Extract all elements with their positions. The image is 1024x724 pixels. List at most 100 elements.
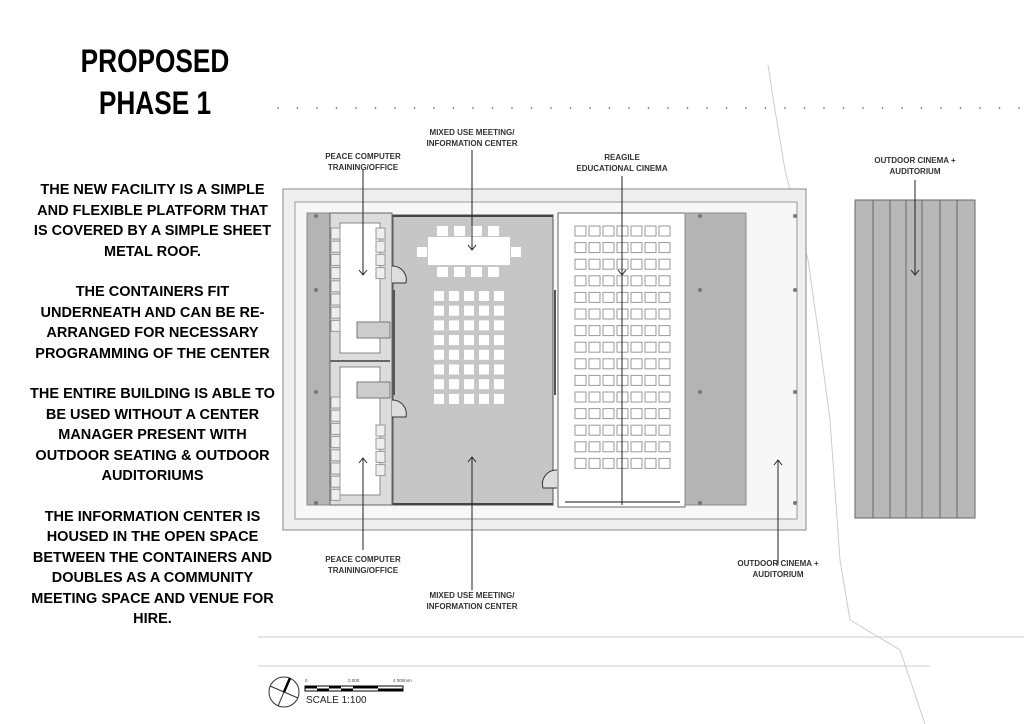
meeting-chair: [464, 320, 474, 331]
meeting-chair: [494, 393, 504, 404]
dot: [277, 107, 279, 109]
cinema-seat: [588, 341, 601, 353]
meeting-chair: [464, 364, 474, 375]
cinema-seat: [630, 258, 643, 270]
dot: [569, 107, 572, 109]
dot: [803, 107, 806, 109]
column: [698, 214, 702, 218]
computer-desk: [375, 424, 386, 437]
dot: [959, 107, 962, 109]
cinema-seat: [644, 275, 657, 287]
cinema-seat: [658, 308, 671, 320]
cinema-seat: [644, 441, 657, 453]
computer-desk: [330, 306, 341, 319]
cinema-seat: [602, 441, 615, 453]
cinema-seat: [588, 424, 601, 436]
meeting-chair: [479, 291, 489, 301]
cinema-seat: [644, 308, 657, 320]
cinema-seat: [644, 258, 657, 270]
door-swing: [391, 399, 407, 418]
computer-desks: [330, 227, 386, 501]
dot: [784, 107, 786, 109]
cinema-seat: [602, 358, 615, 370]
computer-desk: [330, 488, 341, 501]
table-chair: [511, 247, 521, 257]
meeting-chair: [464, 305, 474, 316]
dot: [881, 107, 884, 109]
meeting-chair: [449, 320, 459, 331]
cinema-seat: [644, 341, 657, 353]
label-arrows: [358, 150, 920, 590]
cinema-seat: [588, 291, 601, 303]
meeting-chair: [449, 364, 459, 375]
cinema-seat: [602, 325, 615, 337]
cinema-seat: [588, 275, 601, 287]
scale-tick: 2.000: [348, 678, 360, 683]
cinema-seat: [630, 275, 643, 287]
column: [793, 390, 797, 394]
meeting-chair: [479, 349, 489, 360]
computer-desk: [375, 227, 386, 240]
meeting-chair: [464, 379, 474, 390]
outdoor-benches: [872, 200, 958, 518]
cinema-seat: [588, 374, 601, 386]
cinema-seat: [602, 242, 615, 254]
cinema-seat: [644, 408, 657, 420]
computer-desk: [330, 227, 341, 240]
computer-desk: [330, 293, 341, 306]
dot: [706, 107, 708, 109]
meeting-chair: [494, 291, 504, 301]
cinema-seat: [574, 408, 587, 420]
cinema-seat: [588, 391, 601, 403]
cinema-seat: [644, 242, 657, 254]
meeting-chair: [434, 393, 444, 404]
cinema-seat: [602, 424, 615, 436]
meeting-chair: [494, 349, 504, 360]
meeting-chair: [479, 320, 489, 331]
cinema-seat: [630, 325, 643, 337]
computer-desk: [375, 253, 386, 266]
meeting-chair: [434, 335, 444, 346]
meeting-chair: [479, 305, 489, 316]
cinema-seat: [630, 441, 643, 453]
computer-desk: [330, 409, 341, 422]
cinema-seat: [588, 408, 601, 420]
computer-desk: [330, 240, 341, 253]
dot: [1018, 107, 1020, 109]
scale-bar: [304, 685, 404, 692]
cinema-seat: [630, 308, 643, 320]
meeting-chair: [479, 379, 489, 390]
meeting-chair: [434, 379, 444, 390]
meeting-chair: [449, 393, 459, 404]
scale-text: SCALE 1:100: [306, 695, 367, 706]
cinema-seat: [658, 275, 671, 287]
dot: [589, 107, 591, 109]
column: [314, 501, 318, 505]
dot: [901, 107, 903, 109]
dot: [979, 107, 981, 109]
table-chair: [417, 247, 427, 257]
cinema-seat: [574, 391, 587, 403]
dot: [452, 107, 455, 109]
cinema-seat: [574, 341, 587, 353]
dot: [725, 107, 728, 109]
dot: [296, 107, 299, 109]
computer-desk: [375, 267, 386, 280]
cinema-seat: [644, 291, 657, 303]
computer-desk: [330, 449, 341, 462]
cinema-seat: [658, 424, 671, 436]
dot: [842, 107, 845, 109]
description-paragraph: THE INFORMATION CENTER IS HOUSED IN THE …: [31, 508, 274, 628]
column: [793, 501, 797, 505]
cinema-seat: [630, 242, 643, 254]
door-swing: [541, 469, 558, 489]
cinema-seat: [574, 258, 587, 270]
column: [793, 288, 797, 292]
table-chair: [471, 226, 482, 236]
column: [698, 390, 702, 394]
cinema-seat: [658, 441, 671, 453]
meeting-chair: [464, 335, 474, 346]
